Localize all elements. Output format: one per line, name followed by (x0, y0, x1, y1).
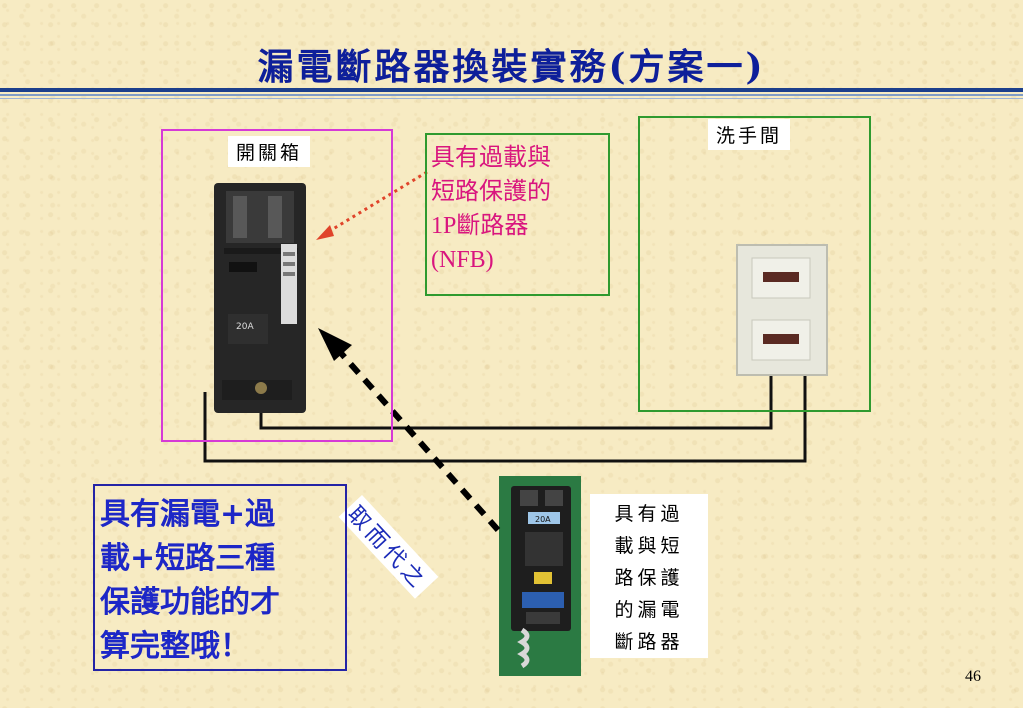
nfb-callout-line: 1P斷路器 (431, 213, 529, 239)
elcb-description-line: 具有過 (614, 503, 684, 525)
full-protection-line: 保護功能的才 (100, 585, 280, 620)
nfb-callout-line: 短路保護的 (431, 179, 551, 205)
callout-arrowhead (316, 225, 334, 240)
title-rule-hairline (0, 98, 1023, 99)
wall-outlet-image (736, 244, 828, 376)
nfb-callout-line: (NFB) (431, 247, 494, 273)
page-number: 46 (965, 668, 981, 685)
nfb-callout-text: 具有過載與 短路保護的 1P斷路器 (NFB) (431, 141, 551, 277)
elcb-description-line: 的漏電 (614, 599, 684, 621)
title-rule-thin (0, 94, 1023, 96)
full-protection-line: 載+短路三種 (100, 541, 276, 576)
nfb-callout-line: 具有過載與 (431, 145, 551, 171)
switch-panel-box (161, 129, 393, 442)
wire-outer (203, 375, 807, 463)
title-rule (0, 88, 1023, 92)
callout-dotted-arrow (327, 170, 428, 234)
elcb-breaker-image: 20A (499, 476, 581, 676)
nfb-callout-box (425, 133, 610, 296)
restroom-box (638, 116, 871, 412)
replace-arrowhead (318, 328, 352, 361)
full-protection-line: 算完整哦！ (100, 629, 250, 664)
elcb-rating: 20A (535, 515, 551, 524)
page-title: 漏電斷路器換裝實務(方案一) (257, 46, 766, 88)
switch-panel-label: 開關箱 (228, 136, 311, 167)
nfb-rating: 20A (236, 322, 254, 332)
full-protection-box (93, 484, 347, 671)
restroom-label: 洗手間 (708, 119, 791, 150)
replace-dashed-arrow (337, 350, 501, 532)
nfb-breaker-image: 20A (214, 183, 306, 413)
full-protection-text: 具有漏電+過 載+短路三種 保護功能的才 算完整哦！ (100, 493, 344, 669)
elcb-description-line: 路保護 (614, 567, 684, 589)
elcb-description-line: 載與短 (614, 535, 684, 557)
elcb-description-line: 斷路器 (614, 631, 684, 653)
full-protection-line: 具有漏電+過 (100, 497, 276, 532)
elcb-description: 具有過 載與短 路保護 的漏電 斷路器 (590, 494, 708, 658)
